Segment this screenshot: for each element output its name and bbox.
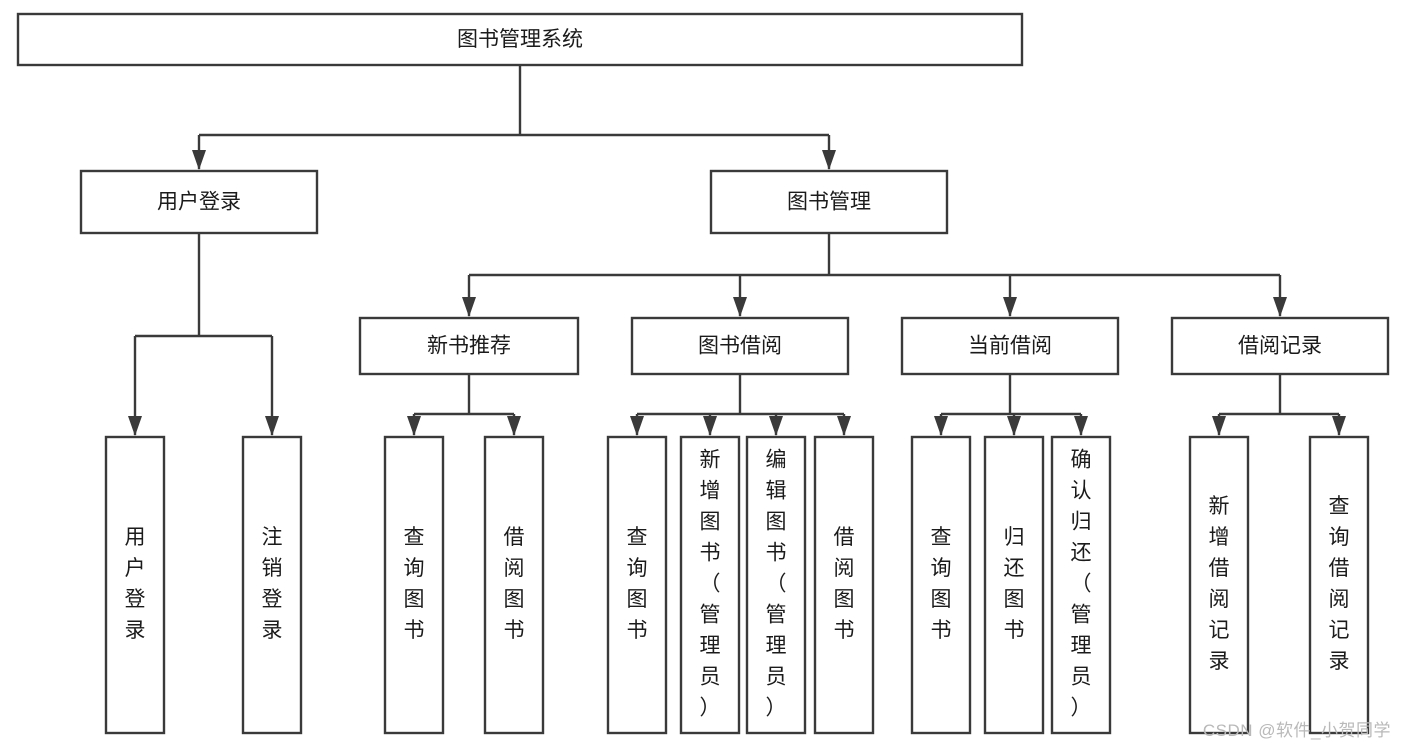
node-label: 借阅图书	[834, 526, 855, 642]
connectors-layer	[128, 65, 1346, 436]
node-label: 编辑图书（管理员）	[766, 449, 787, 720]
arrow-head-icon	[462, 297, 476, 317]
arrow-head-icon	[407, 416, 421, 436]
arrow-head-icon	[1273, 297, 1287, 317]
node-label: 图书管理系统	[457, 28, 583, 51]
node-box-leaf-add-borrow-record[interactable]: 新增借阅记录	[1188, 435, 1250, 735]
node-label: 新增图书（管理员）	[700, 449, 721, 720]
node-box-leaf-user-logout[interactable]: 注销登录	[241, 435, 303, 735]
node-label: 查询图书	[627, 526, 648, 642]
node-label: 图书管理	[787, 191, 871, 214]
arrow-head-icon	[703, 416, 717, 436]
node-label: 查询图书	[931, 526, 952, 642]
node-box-leaf-query-book-2[interactable]: 查询图书	[606, 435, 668, 735]
watermark-label: CSDN @软件_小贺同学	[1202, 721, 1391, 740]
arrow-head-icon	[837, 416, 851, 436]
arrow-head-icon	[733, 297, 747, 317]
node-label: 新书推荐	[427, 335, 511, 358]
node-label: 查询借阅记录	[1329, 495, 1350, 673]
node-label: 新增借阅记录	[1209, 495, 1230, 673]
arrow-head-icon	[822, 150, 836, 170]
node-box-borrow-record[interactable]: 借阅记录	[1170, 316, 1390, 376]
arrow-head-icon	[192, 150, 206, 170]
node-label: 借阅图书	[504, 526, 525, 642]
node-box-leaf-query-borrow-record[interactable]: 查询借阅记录	[1308, 435, 1370, 735]
node-label: 图书借阅	[698, 335, 782, 358]
node-label: 用户登录	[125, 526, 146, 642]
node-box-new-book-recommend[interactable]: 新书推荐	[358, 316, 580, 376]
node-label: 确认归还（管理员）	[1071, 449, 1092, 720]
node-box-leaf-query-book-1[interactable]: 查询图书	[383, 435, 445, 735]
arrow-head-icon	[1074, 416, 1088, 436]
arrow-head-icon	[507, 416, 521, 436]
node-box-leaf-confirm-return[interactable]: 确认归还（管理员）	[1050, 435, 1112, 735]
arrow-head-icon	[1007, 416, 1021, 436]
nodes-layer: 图书管理系统用户登录图书管理新书推荐图书借阅当前借阅借阅记录用户登录注销登录查询…	[16, 12, 1390, 735]
node-box-book-manage[interactable]: 图书管理	[709, 169, 949, 235]
node-box-root[interactable]: 图书管理系统	[16, 12, 1024, 67]
node-box-user-login[interactable]: 用户登录	[79, 169, 319, 235]
arrow-head-icon	[1332, 416, 1346, 436]
arrow-head-icon	[1212, 416, 1226, 436]
arrow-head-icon	[265, 416, 279, 436]
node-box-current-borrow[interactable]: 当前借阅	[900, 316, 1120, 376]
node-label: 当前借阅	[968, 335, 1052, 358]
arrow-head-icon	[769, 416, 783, 436]
node-box-leaf-user-login[interactable]: 用户登录	[104, 435, 166, 735]
node-label: 用户登录	[157, 191, 241, 214]
node-box-leaf-borrow-book-1[interactable]: 借阅图书	[483, 435, 545, 735]
arrow-head-icon	[934, 416, 948, 436]
node-box-leaf-add-book[interactable]: 新增图书（管理员）	[679, 435, 741, 735]
arrow-head-icon	[1003, 297, 1017, 317]
node-box-book-borrow[interactable]: 图书借阅	[630, 316, 850, 376]
node-label: 归还图书	[1004, 526, 1025, 642]
node-box-leaf-borrow-book-2[interactable]: 借阅图书	[813, 435, 875, 735]
arrow-head-icon	[630, 416, 644, 436]
node-box-leaf-return-book[interactable]: 归还图书	[983, 435, 1045, 735]
arrow-head-icon	[128, 416, 142, 436]
node-label: 查询图书	[404, 526, 425, 642]
node-label: 借阅记录	[1238, 335, 1322, 358]
node-label: 注销登录	[262, 526, 283, 642]
node-box-leaf-edit-book[interactable]: 编辑图书（管理员）	[745, 435, 807, 735]
node-box-leaf-query-book-3[interactable]: 查询图书	[910, 435, 972, 735]
